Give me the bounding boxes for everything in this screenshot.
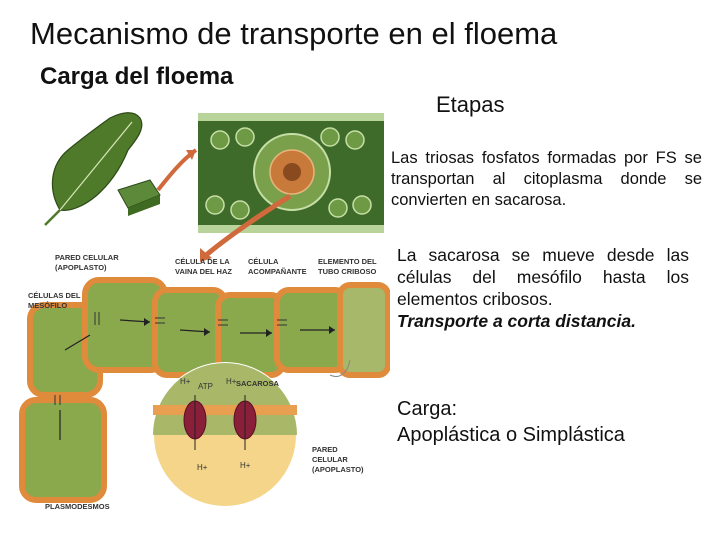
stages-heading: Etapas: [436, 90, 505, 120]
phloem-loading-diagram: PARED CELULAR (APOPLASTO) CÉLULAS DEL ME…: [0, 100, 390, 540]
stage-paragraph-2-emphasis: Transporte a corta distancia.: [397, 310, 689, 332]
label-pared-celular-1: PARED CELULAR: [55, 253, 119, 262]
label-pared-celular-2: (APOPLASTO): [55, 263, 107, 272]
stage-paragraph-3-line2: Apoplástica o Simplástica: [397, 422, 625, 448]
label-elemento-2: TUBO CRIBOSO: [318, 267, 377, 276]
label-pared-b-3: (APOPLASTO): [312, 465, 364, 474]
label-h-plus-3: H+: [197, 463, 208, 472]
label-elemento-1: ELEMENTO DEL: [318, 257, 377, 266]
stage-paragraph-1: Las triosas fosfatos formadas por FS se …: [391, 148, 702, 211]
label-pared-b-2: CELULAR: [312, 455, 348, 464]
label-h-plus-4: H+: [240, 461, 251, 470]
label-plasmodesmos: PLASMODESMOS: [45, 502, 110, 511]
page-title: Mecanismo de transporte en el floema: [30, 14, 557, 54]
label-pared-b-1: PARED: [312, 445, 338, 454]
label-celula-vaina-1: CÉLULA DE LA: [175, 257, 230, 266]
stage-paragraph-2-text: La sacarosa se mueve desde las células d…: [397, 245, 689, 309]
label-celulas-mesofilo-2: MESÓFILO: [28, 301, 67, 310]
label-atp: ATP: [198, 382, 213, 391]
stage-paragraph-3-line1: Carga:: [397, 396, 625, 422]
label-celula-acomp-2: ACOMPAÑANTE: [248, 267, 307, 276]
stage-paragraph-3: Carga: Apoplástica o Simplástica: [397, 396, 625, 448]
leaf-cross-section: [198, 113, 384, 233]
label-celula-acomp-1: CÉLULA: [248, 257, 279, 266]
label-sacarosa: SACAROSA: [236, 379, 280, 388]
stage-paragraph-2: La sacarosa se mueve desde las células d…: [397, 244, 689, 332]
label-celula-vaina-2: VAINA DEL HAZ: [175, 267, 232, 276]
label-h-plus-1: H+: [180, 377, 191, 386]
section-subtitle: Carga del floema: [40, 62, 233, 92]
label-celulas-mesofilo-1: CÉLULAS DEL: [28, 291, 81, 300]
